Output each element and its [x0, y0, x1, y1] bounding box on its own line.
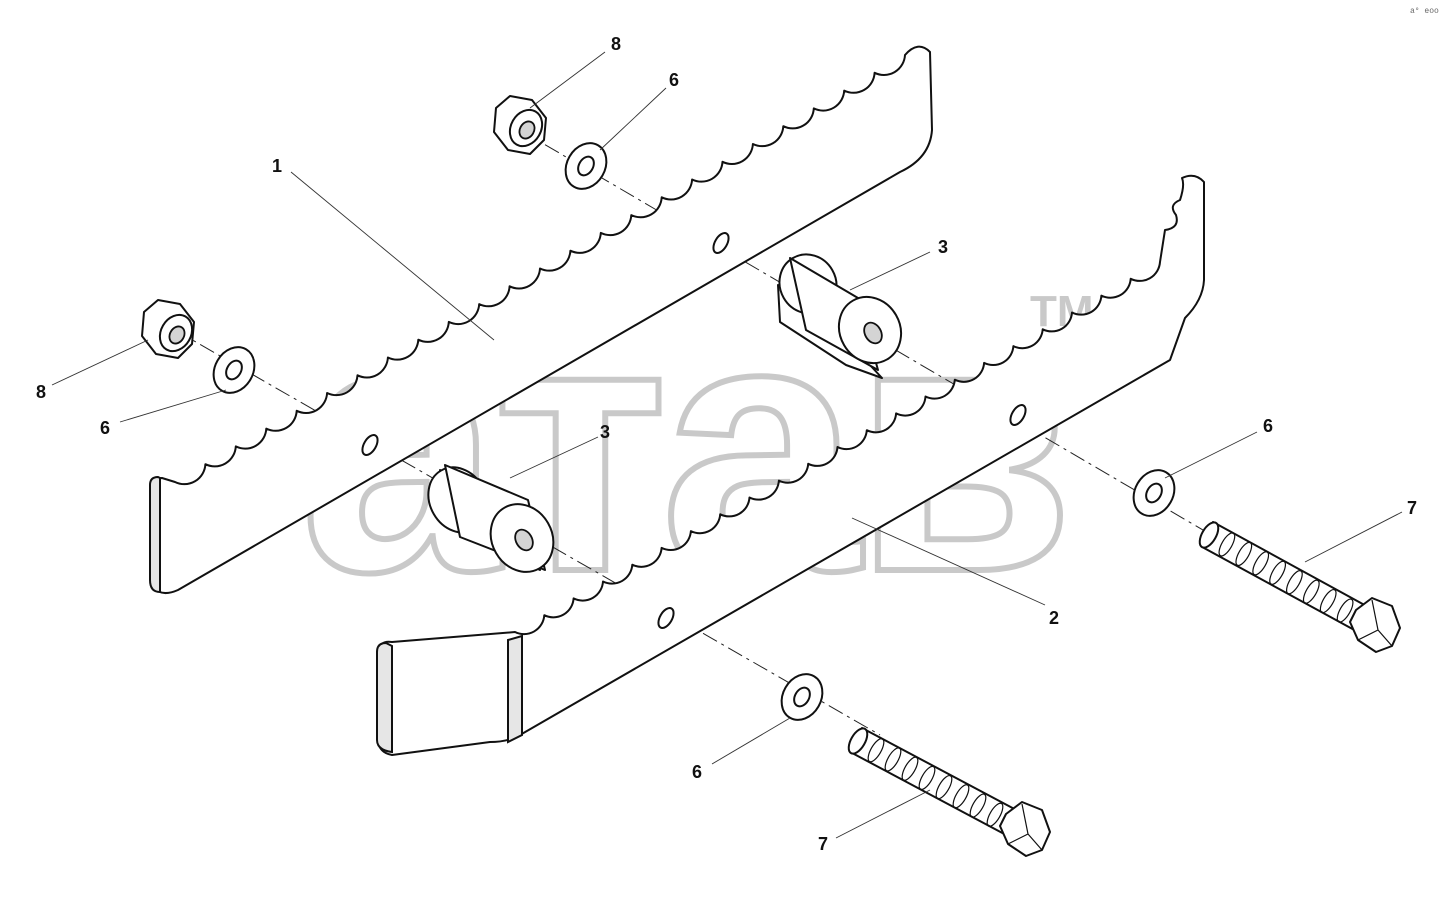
- leader-1: [290, 171, 495, 341]
- nut-top: [493, 95, 547, 155]
- washer-bottom-hole: [793, 686, 811, 708]
- bolt-thread-ring: [935, 774, 953, 800]
- spacer-upper: [777, 253, 903, 379]
- spacer-lower-bore: [514, 528, 534, 552]
- bar-1-end-face: [149, 475, 161, 594]
- leader-2: [851, 517, 1046, 606]
- bar-1-outline: [149, 45, 933, 594]
- washer-right: [1132, 469, 1176, 517]
- serrated-bar-2: [376, 174, 1205, 756]
- washer-bottom: [780, 673, 824, 721]
- serrated-bar-1: [149, 45, 933, 594]
- leader-8a: [529, 51, 606, 109]
- callout-labels: 1 2 3 3 6 6 6 6 7 7 8 8: [36, 34, 1417, 854]
- callout-2: 2: [1049, 608, 1059, 628]
- callout-6-top: 6: [669, 70, 679, 90]
- leader-6a: [599, 87, 667, 151]
- bar-2-end-face: [376, 641, 393, 754]
- washer-top-hole: [577, 155, 595, 177]
- bolt-bottom-tip: [847, 727, 869, 755]
- bolt-thread-ring: [1302, 579, 1320, 604]
- bolt-thread-ring: [901, 756, 919, 781]
- bolt-thread-ring: [969, 793, 987, 818]
- bolt-bottom-head-edges: [1007, 803, 1043, 851]
- bar-2-hole-left: [657, 607, 675, 629]
- nut-top-bore: [518, 120, 536, 140]
- bolt-right-threads: [1218, 532, 1354, 623]
- upper-axis-line: [519, 129, 1221, 541]
- callout-3-lower: 3: [600, 422, 610, 442]
- callout-6-bottom: 6: [692, 762, 702, 782]
- bolt-right: [1198, 521, 1401, 653]
- bolt-bottom: [847, 727, 1051, 857]
- leader-6b: [119, 389, 227, 423]
- spacer-lower: [427, 464, 555, 573]
- washer-top: [564, 142, 608, 190]
- bolt-thread-ring: [1218, 532, 1236, 557]
- bolt-right-shank: [1203, 521, 1371, 633]
- bolt-right-tip: [1198, 521, 1220, 549]
- bolt-right-head-edges: [1357, 599, 1393, 647]
- leader-7b: [835, 789, 931, 839]
- bar-1-hole-left: [361, 434, 379, 456]
- bolt-thread-ring: [952, 784, 970, 809]
- bolt-thread-ring: [867, 738, 885, 763]
- leader-7a: [1304, 511, 1403, 563]
- nut-left: [141, 299, 195, 359]
- bolt-bottom-shank: [853, 727, 1021, 837]
- callout-3-upper: 3: [938, 237, 948, 257]
- spacer-upper-bore: [863, 321, 883, 345]
- nut-left-bore: [168, 325, 186, 345]
- bar-2-outline: [376, 174, 1205, 756]
- bolt-thread-ring: [1252, 551, 1270, 576]
- bolt-thread-ring: [1319, 588, 1337, 614]
- leader-3b: [509, 436, 599, 479]
- bar-1-hole-right: [712, 232, 730, 254]
- corner-mark: a° eoo: [1410, 7, 1439, 16]
- callout-6-right: 6: [1263, 416, 1273, 436]
- bolt-thread-ring: [918, 765, 936, 791]
- bolt-thread-ring: [986, 802, 1004, 827]
- leader-6c: [1164, 431, 1258, 479]
- callout-8-left: 8: [36, 382, 46, 402]
- washer-left-hole: [225, 359, 243, 381]
- callout-6-left: 6: [100, 418, 110, 438]
- bolt-thread-ring: [1235, 541, 1253, 567]
- leader-6d: [711, 717, 791, 765]
- bar-2-hole-right: [1009, 404, 1027, 426]
- bolt-thread-ring: [1336, 598, 1354, 623]
- bolt-thread-ring: [1269, 560, 1287, 585]
- callout-8-top: 8: [611, 34, 621, 54]
- callout-7-bottom: 7: [818, 834, 828, 854]
- bar-2-side-face: [507, 634, 523, 744]
- callout-1: 1: [272, 156, 282, 176]
- bolt-thread-ring: [884, 747, 902, 772]
- bolt-bottom-threads: [867, 738, 1004, 827]
- leader-lines: [51, 51, 1403, 839]
- leader-8b: [51, 339, 149, 386]
- leader-3a: [849, 251, 931, 291]
- bolt-thread-ring: [1285, 570, 1303, 595]
- washer-right-hole: [1145, 482, 1163, 504]
- callout-7-right: 7: [1407, 498, 1417, 518]
- washer-left: [212, 346, 256, 394]
